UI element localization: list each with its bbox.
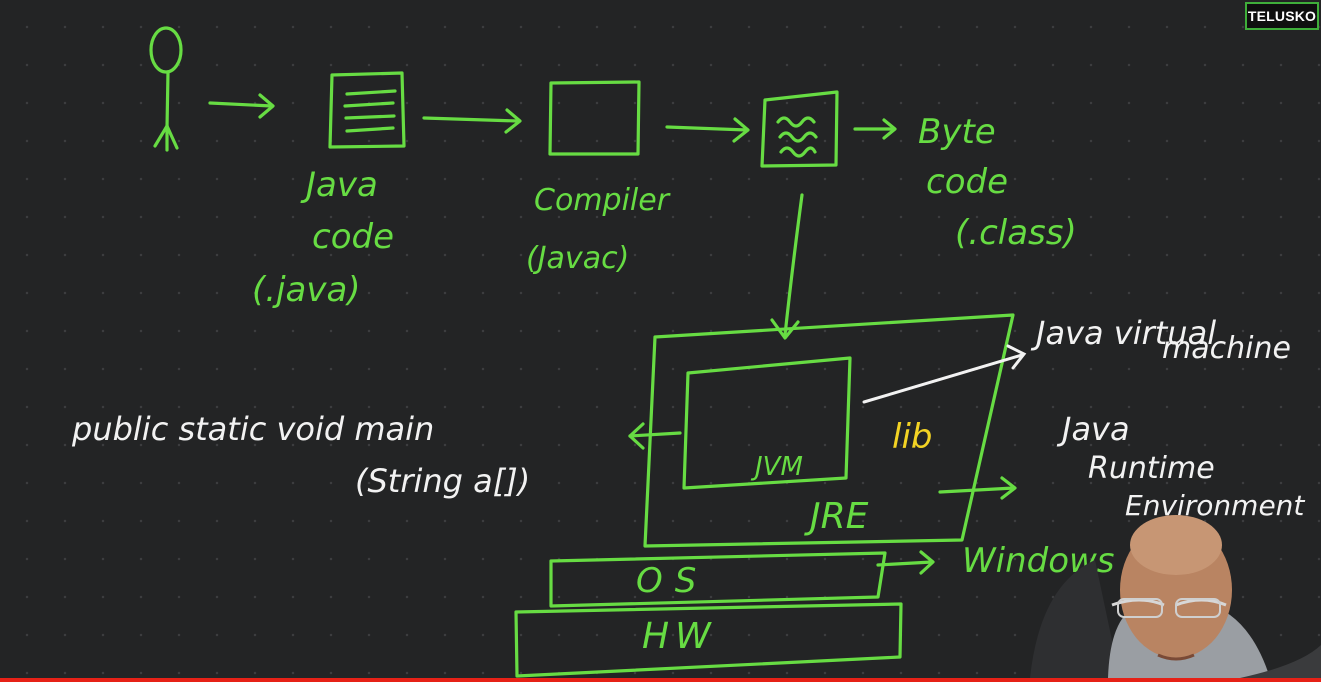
java-code-ext: (.java) [252, 270, 361, 310]
java-code-label-1: Java [300, 165, 378, 205]
java-code-file-icon [328, 71, 406, 149]
arrow-jvm-to-fullname [862, 344, 1027, 404]
jre-fullname-1: Java [1056, 410, 1130, 448]
compiler-box [548, 80, 641, 156]
jre-label: JRE [804, 496, 869, 537]
jre-box [643, 313, 1015, 548]
compiler-javac: (Javac) [526, 241, 629, 276]
main-signature-2: (String a[]) [355, 462, 530, 500]
arrow-os-to-windows [876, 550, 935, 575]
telusko-logo: TELUSKO [1245, 2, 1319, 30]
bytecode-label-1: Byte [918, 112, 996, 152]
hw-label: HW [642, 616, 717, 657]
bytecode-file-icon [760, 90, 839, 168]
os-box [549, 551, 887, 608]
os-label: OS [636, 561, 708, 601]
arrow-bytecode-to-label [853, 118, 897, 140]
arrow-jvm-to-main [628, 422, 682, 450]
lib-label: lib [892, 417, 932, 457]
compiler-label: Compiler [534, 183, 671, 218]
presenter-video [1030, 515, 1321, 678]
jre-fullname-2: Runtime [1088, 451, 1215, 486]
jvm-fullname-2: machine [1162, 331, 1291, 366]
bytecode-label-2: code [926, 162, 1008, 202]
bytecode-ext: (.class) [955, 213, 1077, 253]
arrow-compiler-to-bytecode [665, 117, 750, 143]
arrow-person-to-code [208, 93, 275, 119]
developer-figure [149, 26, 183, 152]
arrow-jre-to-fullname [938, 476, 1017, 500]
arrow-bytecode-to-jvm [770, 193, 804, 340]
video-progress-fill [0, 678, 1321, 682]
java-code-label-2: code [312, 217, 394, 257]
arrow-code-to-compiler [422, 108, 522, 134]
jvm-box [682, 356, 852, 490]
hw-box [514, 602, 903, 678]
jre-fullname-3: Environment [1125, 489, 1305, 522]
video-progress-bar[interactable] [0, 678, 1321, 682]
main-signature-1: public static void main [71, 410, 434, 448]
jvm-label: JVM [750, 452, 803, 482]
jvm-fullname-1: Java virtual [1030, 314, 1216, 352]
